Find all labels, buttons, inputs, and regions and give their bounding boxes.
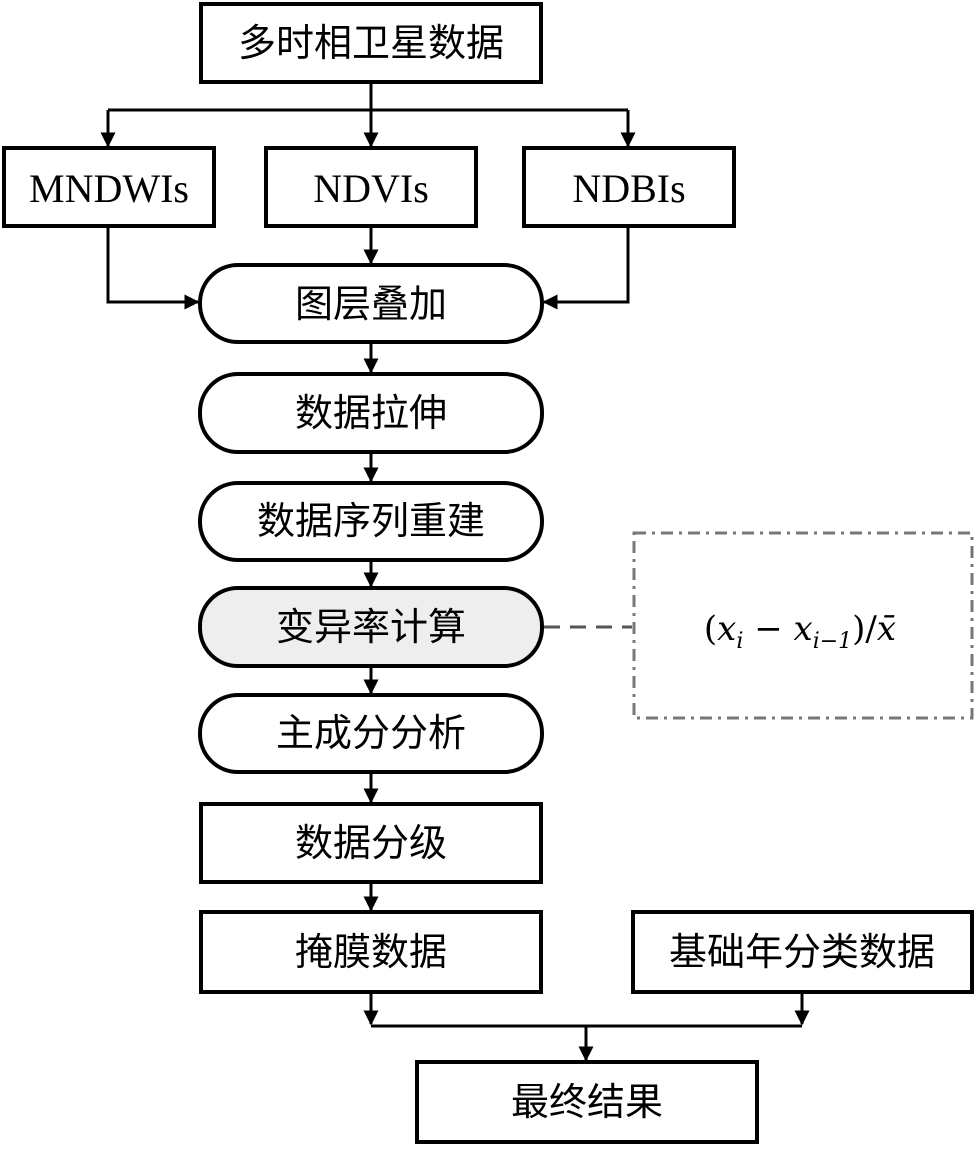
node-source: 多时相卫星数据 [199,2,543,84]
node-stack: 图层叠加 [198,263,544,344]
node-stack-label: 图层叠加 [295,282,447,326]
node-rebuild: 数据序列重建 [198,481,544,562]
node-base: 基础年分类数据 [631,910,974,994]
node-stretch: 数据拉伸 [198,372,544,454]
node-pca: 主成分分析 [198,693,544,774]
edge-mndwi-stack [106,226,200,310]
node-ndvi: NDVIs [264,146,478,228]
node-mask-label: 掩膜数据 [295,930,447,974]
node-ndbi-label: NDBIs [572,166,685,211]
node-mndwi-label: MNDWIs [29,166,189,211]
edge-ndbi-stack [542,226,630,310]
node-variation-label: 变异率计算 [276,605,466,649]
node-stretch-label: 数据拉伸 [295,391,447,435]
formula-text: (xi − xi−1)/x̄ [704,609,896,654]
node-ndvi-label: NDVIs [313,166,429,211]
formula-box: (xi − xi−1)/x̄ [632,531,974,720]
node-mndwi: MNDWIs [2,146,216,228]
node-pca-label: 主成分分析 [276,711,466,755]
node-mask: 掩膜数据 [199,910,543,994]
node-classify-label: 数据分级 [295,821,447,865]
node-variation: 变异率计算 [198,586,544,668]
node-source-label: 多时相卫星数据 [238,21,504,65]
node-ndbi: NDBIs [522,146,736,228]
node-base-label: 基础年分类数据 [669,930,935,974]
node-classify: 数据分级 [199,802,543,884]
node-result: 最终结果 [415,1060,759,1144]
node-result-label: 最终结果 [511,1080,663,1124]
edges [100,82,810,1062]
node-rebuild-label: 数据序列重建 [257,499,485,543]
